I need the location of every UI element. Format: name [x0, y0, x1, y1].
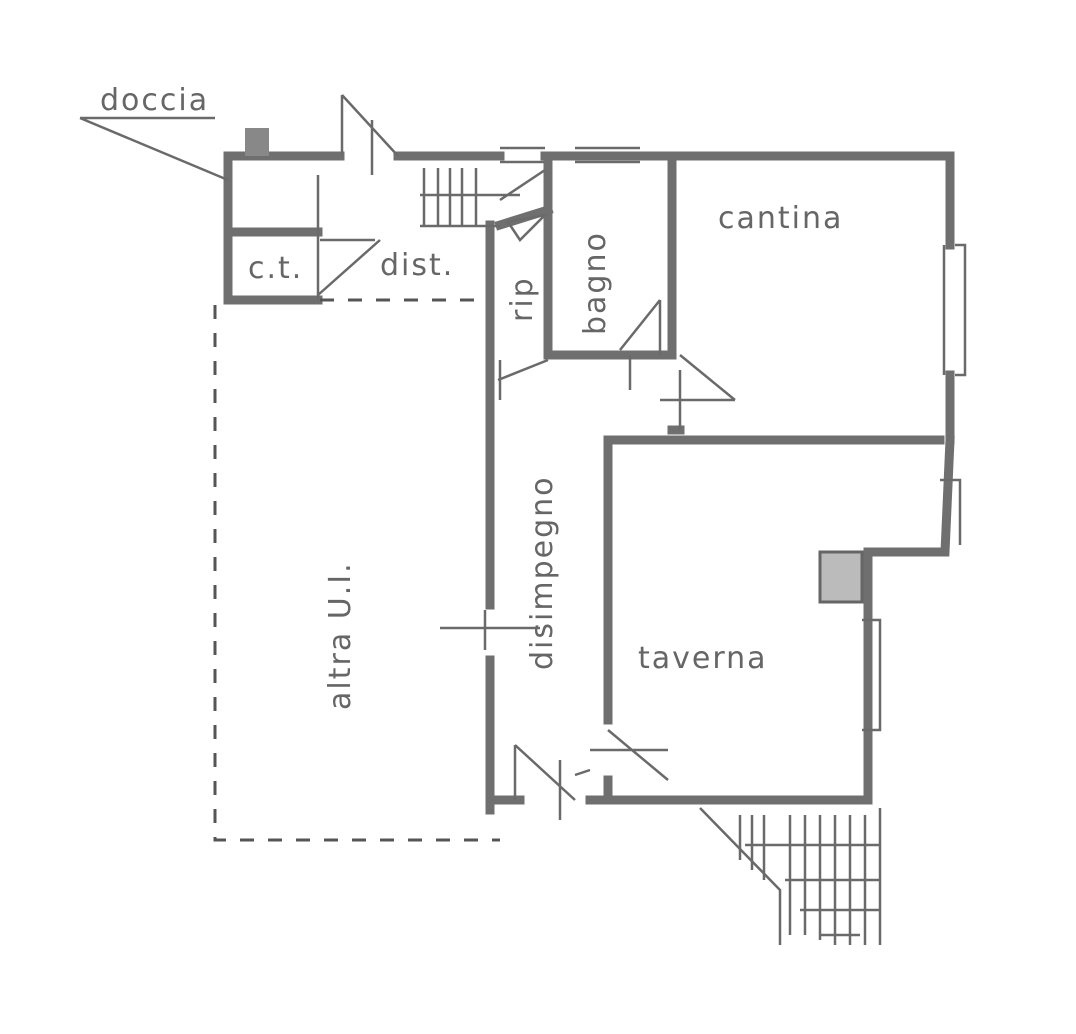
shower-fixture: [245, 128, 269, 156]
interior-walls: [223, 160, 945, 805]
door-swings: [316, 94, 736, 820]
label-cantina: cantina: [718, 201, 843, 236]
stairs-top: [420, 168, 549, 242]
label-rip: rip: [505, 276, 540, 322]
doccia-leader-line: [79, 116, 229, 182]
label-bagno: bagno: [578, 231, 613, 335]
unit-boundary-dashed: [213, 298, 500, 842]
windows: [500, 146, 967, 732]
label-ct: c.t.: [248, 251, 303, 286]
label-doccia: doccia: [100, 83, 209, 118]
label-taverna: taverna: [638, 641, 768, 676]
label-disimpegno: disimpegno: [525, 476, 560, 670]
exterior-walls: [223, 151, 955, 815]
stairs-bottom: [699, 807, 882, 945]
fireplace: [818, 550, 864, 604]
label-altra-ui: altra U.I.: [323, 561, 358, 710]
label-dist: dist.: [380, 248, 454, 283]
